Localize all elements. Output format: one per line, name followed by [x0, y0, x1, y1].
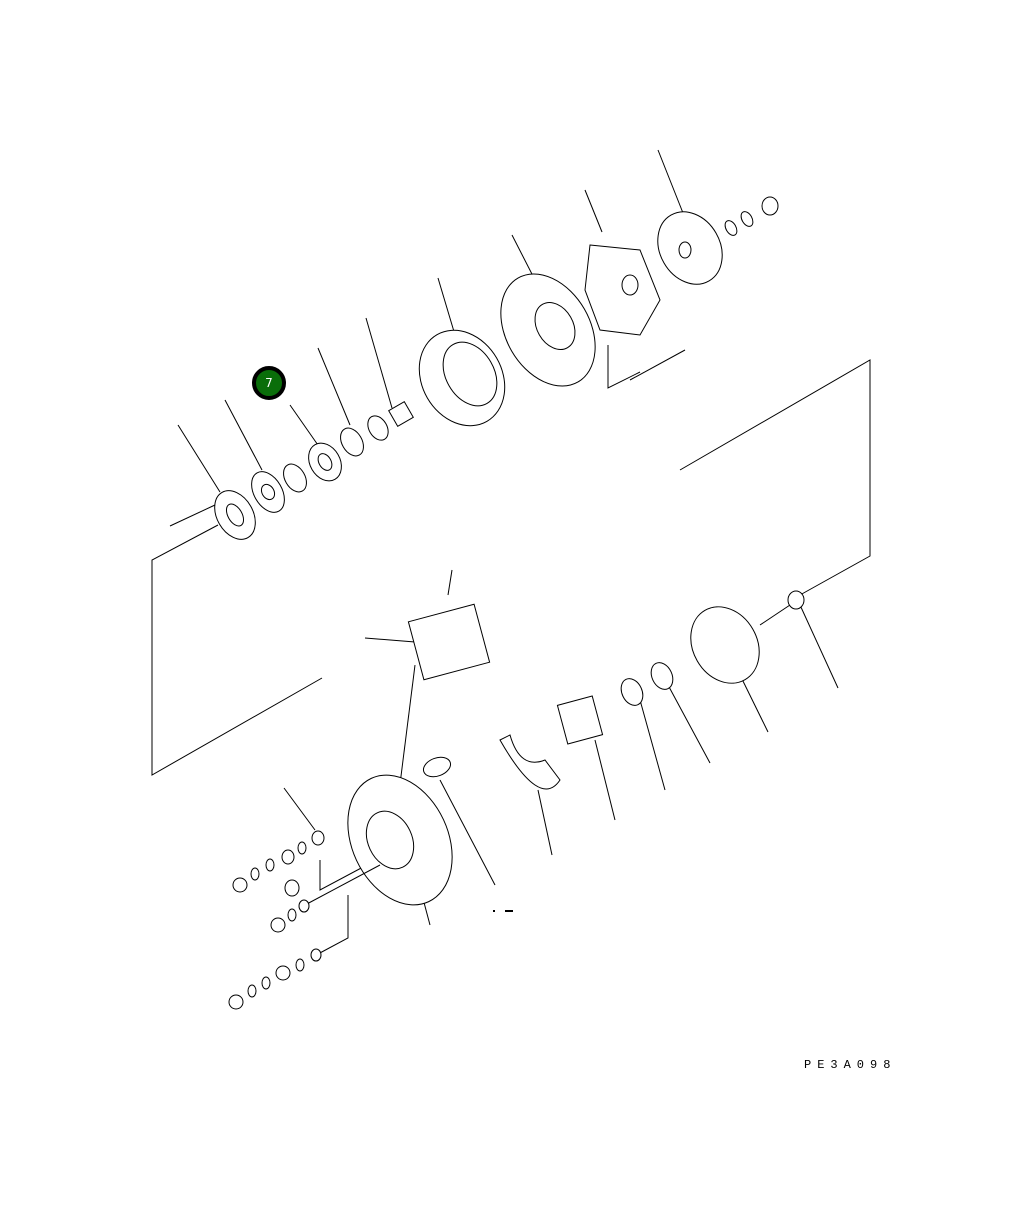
parts	[169, 196, 805, 1010]
dash-marks	[493, 910, 513, 912]
callout-badge-7[interactable]: 7	[252, 366, 286, 400]
assembly-frame-lines	[151, 345, 871, 955]
callout-label: 7	[265, 376, 273, 390]
leader-lines	[177, 149, 839, 926]
drawing-code: PE3A098	[804, 1058, 897, 1072]
